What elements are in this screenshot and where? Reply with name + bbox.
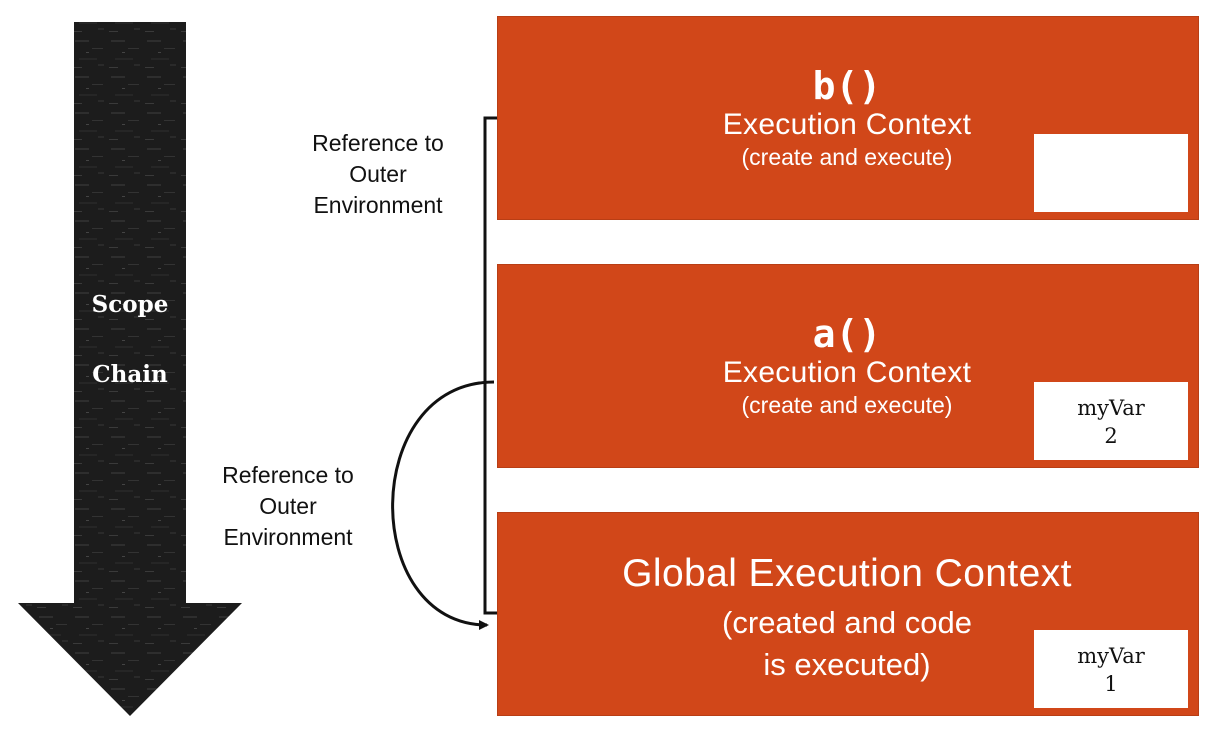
scope-label: Scope bbox=[91, 291, 169, 318]
scope-chain-arrow bbox=[18, 22, 242, 716]
a-variable-name: myVar bbox=[1077, 396, 1145, 420]
a-context-subtitle: (create and execute) bbox=[741, 392, 953, 418]
outer-reference-label: Reference to Outer Environment bbox=[222, 462, 354, 550]
b-context-subtitle: (create and execute) bbox=[741, 144, 953, 170]
a-variable-value: 2 bbox=[1104, 424, 1118, 448]
global-variable-environment: myVar 1 bbox=[1034, 630, 1188, 708]
global-variable-value: 1 bbox=[1104, 672, 1118, 696]
global-context-title: Global Execution Context bbox=[622, 552, 1072, 595]
a-variable-environment: myVar 2 bbox=[1034, 382, 1188, 460]
a-function-name: a() bbox=[812, 312, 882, 356]
global-execution-context: Global Execution Context (created and co… bbox=[497, 512, 1199, 716]
a-context-title: Execution Context bbox=[722, 356, 972, 389]
global-context-subtitle-line1: (created and code bbox=[722, 605, 972, 640]
outer-reference-curved-arrow bbox=[391, 380, 495, 630]
global-context-subtitle-line2: is executed) bbox=[763, 647, 931, 682]
a-execution-context: a() Execution Context (create and execut… bbox=[497, 264, 1199, 468]
b-function-name: b() bbox=[812, 64, 882, 108]
b-variable-environment bbox=[1034, 134, 1188, 212]
b-context-title: Execution Context bbox=[722, 108, 972, 141]
b-execution-context: b() Execution Context (create and execut… bbox=[497, 16, 1199, 220]
outer-reference-label: Reference to Outer Environment bbox=[312, 130, 444, 218]
global-variable-name: myVar bbox=[1077, 644, 1145, 668]
chain-label: Chain bbox=[92, 361, 168, 388]
